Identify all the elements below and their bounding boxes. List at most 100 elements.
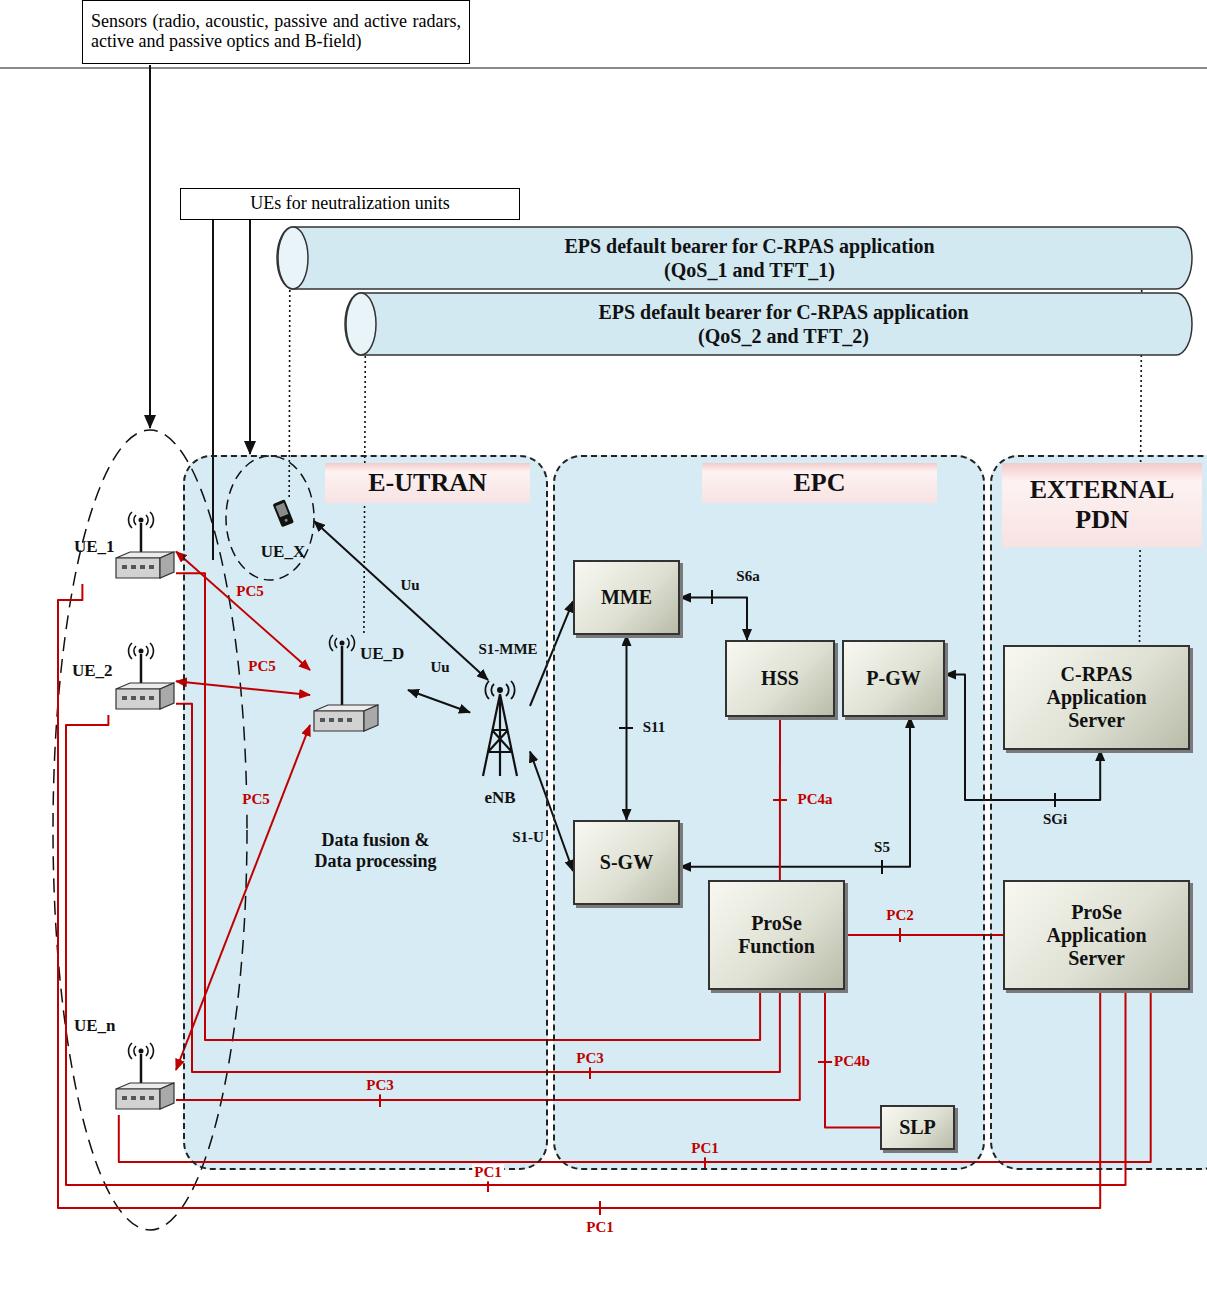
- prose-interface: [825, 990, 880, 1128]
- bearer-tube: EPS default bearer for C-RPAS applicatio…: [277, 226, 1192, 290]
- region-heading: EPC: [702, 463, 937, 503]
- leader-line: [212, 217, 214, 560]
- interface-label: PC4a: [796, 791, 835, 808]
- server-box: ProSe Application Server: [1003, 880, 1190, 990]
- leader-arrow: [149, 65, 151, 428]
- interface-label: PC5: [246, 658, 278, 675]
- note-text: UEs for neutralization units: [189, 194, 511, 214]
- box-label: S-GW: [600, 851, 653, 874]
- core-box: SLP: [880, 1105, 955, 1150]
- interface-tick: [881, 860, 883, 874]
- network-region: EXTERNAL PDNC-RPAS Application ServerPro…: [990, 455, 1207, 1170]
- tower-icon: [470, 680, 530, 780]
- core-box: HSS: [725, 640, 835, 717]
- ue-caption: Data fusion & Data processing: [308, 830, 443, 871]
- region-fill: [990, 455, 1207, 1170]
- interface-label: S1-MME: [476, 641, 539, 658]
- sensor-note: Sensors (radio, acoustic, passive and ac…: [82, 0, 470, 64]
- router-icon: [112, 512, 176, 582]
- ue-label: UE_n: [74, 1017, 116, 1036]
- interface-tick: [711, 590, 713, 604]
- router-icon: [112, 1043, 176, 1113]
- prose-interface: [119, 990, 1151, 1162]
- interface-label: Uu: [398, 577, 421, 594]
- bearer-link: [288, 290, 290, 498]
- prose-interface: [176, 990, 800, 1100]
- ue-label: UE_1: [74, 538, 115, 557]
- prose-interface: [58, 584, 1100, 1208]
- interface-label: PC1: [472, 1164, 504, 1181]
- interface-label: S1-U: [510, 829, 546, 846]
- interface-label: PC4b: [832, 1053, 872, 1070]
- network-interface: [408, 690, 470, 713]
- prose-interface: [176, 681, 310, 695]
- interface-tick: [379, 1093, 381, 1107]
- prose-interface: [66, 715, 1126, 1185]
- ue-router: UE_1: [72, 512, 176, 584]
- prose-interface: [845, 934, 1003, 936]
- region-fill: [553, 455, 985, 1170]
- interface-label: Uu: [428, 659, 451, 676]
- interface-label: S11: [641, 719, 668, 736]
- box-label: C-RPAS Application Server: [1029, 663, 1164, 732]
- ue-phone: UE_X: [252, 498, 314, 564]
- interface-label: PC3: [574, 1050, 606, 1067]
- network-interface: [314, 521, 488, 680]
- enb-label: eNB: [464, 789, 536, 808]
- separator-line: [0, 67, 1207, 69]
- interface-label: SGi: [1041, 811, 1069, 828]
- network-interface: [530, 752, 573, 872]
- interface-label: S5: [872, 839, 892, 856]
- interface-label: PC5: [234, 583, 266, 600]
- ue-label: UE_X: [252, 543, 314, 562]
- interface-tick: [899, 928, 901, 942]
- prose-interface: [176, 704, 780, 1072]
- interface-label: PC3: [364, 1077, 396, 1094]
- prose-interface: [779, 717, 781, 880]
- server-box: C-RPAS Application Server: [1003, 645, 1190, 750]
- network-interface: [680, 717, 910, 867]
- region-heading: E-UTRAN: [325, 463, 530, 503]
- core-box: ProSe Function: [708, 880, 845, 990]
- box-label: MME: [601, 586, 652, 609]
- box-label: ProSe Function: [724, 912, 829, 958]
- box-label: ProSe Application Server: [1029, 901, 1164, 970]
- region-fill: [183, 455, 548, 1170]
- prose-interface: [176, 552, 310, 670]
- bearer-label: EPS default bearer for C-RPAS applicatio…: [535, 234, 965, 282]
- core-box: S-GW: [573, 820, 680, 905]
- box-label: HSS: [761, 667, 799, 690]
- core-box: MME: [573, 560, 680, 635]
- prose-interface: [176, 573, 760, 1040]
- interface-label: PC1: [689, 1140, 721, 1157]
- ue-router: UE_n: [72, 1015, 176, 1115]
- network-region: EPC MME HSS P-GW S-GW ProSe FunctionSLP: [553, 455, 985, 1170]
- ue-label: UE_2: [72, 662, 113, 681]
- box-label: SLP: [899, 1116, 936, 1139]
- ue-x-ellipse: [226, 456, 314, 580]
- enb-tower: eNB: [470, 680, 530, 810]
- note-text: Sensors (radio, acoustic, passive and ac…: [91, 12, 461, 52]
- interface-label: PC5: [240, 791, 272, 808]
- interface-tick: [1054, 793, 1056, 807]
- router-icon: [112, 643, 176, 713]
- ue-group-ellipse: [53, 430, 247, 1230]
- leader-arrow: [249, 217, 251, 454]
- ue-router: UE_DData fusion & Data processing: [310, 635, 408, 735]
- interface-tick: [818, 1061, 832, 1063]
- interface-label: S6a: [734, 568, 761, 585]
- phone-icon: [268, 498, 298, 530]
- ue-note: UEs for neutralization units: [180, 188, 520, 220]
- bearer-tube: EPS default bearer for C-RPAS applicatio…: [345, 292, 1192, 356]
- interface-tick: [773, 799, 787, 801]
- prose-interface: [176, 725, 310, 1070]
- network-region: E-UTRAN UE_X UE_DData fusion & Data proces…: [183, 455, 548, 1170]
- network-interface: [680, 598, 747, 641]
- interface-tick: [619, 727, 633, 729]
- ue-router: UE_2: [72, 640, 176, 715]
- interface-tick: [599, 1201, 601, 1215]
- interface-label: PC2: [884, 907, 916, 924]
- core-box: P-GW: [842, 640, 945, 717]
- bearer-label: EPS default bearer for C-RPAS applicatio…: [569, 300, 999, 348]
